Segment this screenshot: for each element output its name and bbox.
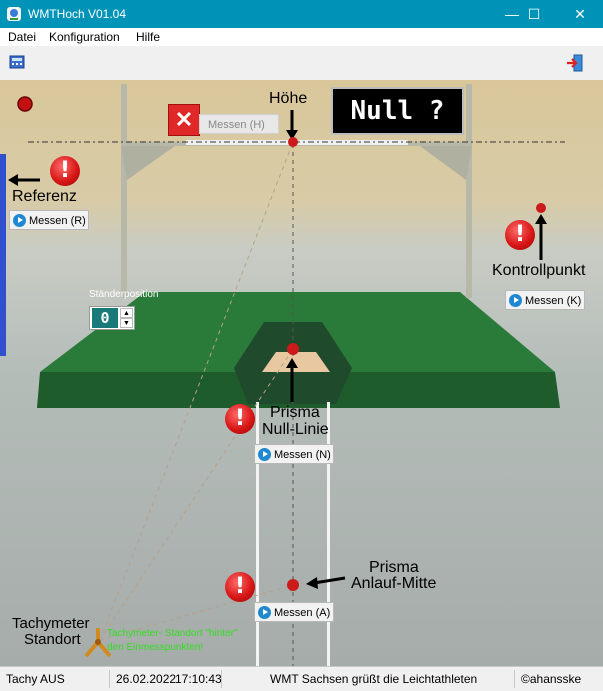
arrow-hoehe [286, 110, 298, 140]
close-button[interactable]: ✕ [574, 6, 586, 22]
tachy-hint-1: Tachymeter- Standort "hinter" [107, 628, 238, 639]
app-icon [7, 7, 21, 21]
toolbar [0, 46, 603, 80]
label-tachymeter-2: Standort [24, 631, 81, 648]
right-upright [466, 84, 472, 298]
label-prisma-anlauf-1: Prisma [369, 559, 419, 576]
label-kontrollpunkt: Kontrollpunkt [492, 262, 586, 279]
messen-a-label: Messen (A) [274, 607, 331, 619]
tachy-hint-2: den Einmesspunkten! [107, 642, 204, 653]
status-time: 17:10:43 [175, 672, 222, 686]
tachymeter-icon [84, 628, 112, 658]
staender-value: 0 [92, 308, 118, 328]
messen-h-button[interactable]: Messen (H) [199, 114, 279, 134]
warning-prisma-null-icon: ! [225, 404, 255, 434]
status-separator [221, 670, 222, 688]
menu-hilfe[interactable]: Hilfe [136, 30, 161, 44]
arrow-kontrollpunkt [535, 214, 547, 260]
play-icon [258, 606, 271, 619]
play-icon [13, 214, 26, 227]
marker-prisma-anlauf [287, 579, 299, 591]
messen-r-button[interactable]: Messen (R) [9, 210, 89, 230]
messen-n-button[interactable]: Messen (N) [254, 444, 334, 464]
scene-graphics [0, 84, 565, 666]
label-prisma-anlauf-2: Anlauf-Mitte [351, 575, 437, 592]
status-display: Null ? [331, 87, 464, 135]
play-icon [258, 448, 271, 461]
warning-prisma-anlauf-icon: ! [225, 572, 255, 602]
messen-k-label: Messen (K) [525, 295, 582, 307]
staender-spinner[interactable]: 0 ▲ ▼ [89, 306, 135, 330]
calculator-icon[interactable] [9, 54, 25, 70]
pit-floor [262, 352, 330, 372]
label-tachymeter-1: Tachymeter [12, 615, 90, 632]
arrow-prisma-null [286, 358, 298, 402]
marker-hoehe [288, 137, 298, 147]
status-tachy: Tachy AUS [6, 672, 65, 686]
label-prisma-null-1: Prisma [270, 404, 320, 421]
messen-n-label: Messen (N) [274, 449, 331, 461]
status-separator [514, 670, 515, 688]
marker-prisma-null [287, 343, 299, 355]
maximize-button[interactable]: ☐ [527, 6, 541, 22]
warning-referenz-icon: ! [50, 156, 80, 186]
status-copyright: ©ahansske [521, 672, 582, 686]
label-referenz: Referenz [12, 188, 77, 205]
minimize-button[interactable]: — [505, 6, 519, 22]
cancel-hoehe-icon[interactable]: ✕ [168, 104, 200, 136]
menu-konfiguration[interactable]: Konfiguration [49, 30, 120, 44]
label-prisma-null-2: Null-Linie [262, 421, 329, 438]
runway-left [256, 402, 259, 666]
left-edge-bar [0, 154, 6, 356]
spin-up-button[interactable]: ▲ [120, 308, 133, 318]
warning-kontrollpunkt-icon: ! [505, 220, 535, 250]
arrow-prisma-anlauf [306, 576, 346, 589]
play-icon [509, 294, 522, 307]
status-message: WMT Sachsen grüßt die Leichtathleten [270, 672, 478, 686]
marker-kontrollpunkt [536, 203, 546, 213]
runway-right [327, 402, 330, 666]
measurement-scene: ✕ Messen (H) Höhe Null ? ! Referenz Mess… [0, 80, 603, 666]
label-hoehe: Höhe [269, 90, 308, 107]
messen-k-button[interactable]: Messen (K) [505, 290, 585, 310]
left-upright [121, 84, 127, 298]
title-bar: WMTHoch V01.04 — ☐ ✕ [0, 0, 603, 28]
status-bar: Tachy AUS 26.02.2022 17:10:43 WMT Sachse… [0, 666, 603, 691]
menu-datei[interactable]: Datei [8, 30, 37, 44]
messen-r-label: Messen (R) [29, 215, 86, 227]
messen-a-button[interactable]: Messen (A) [254, 602, 334, 622]
window-title: WMTHoch V01.04 [28, 7, 127, 21]
menu-bar: Datei Konfiguration Hilfe [0, 28, 603, 46]
spin-down-button[interactable]: ▼ [120, 318, 133, 328]
status-led-icon [17, 96, 33, 112]
label-staenderposition: Ständerposition [89, 289, 159, 300]
status-date: 26.02.2022 [116, 672, 177, 686]
arrow-referenz [8, 174, 40, 186]
exit-icon[interactable] [566, 54, 584, 72]
status-separator [109, 670, 110, 688]
